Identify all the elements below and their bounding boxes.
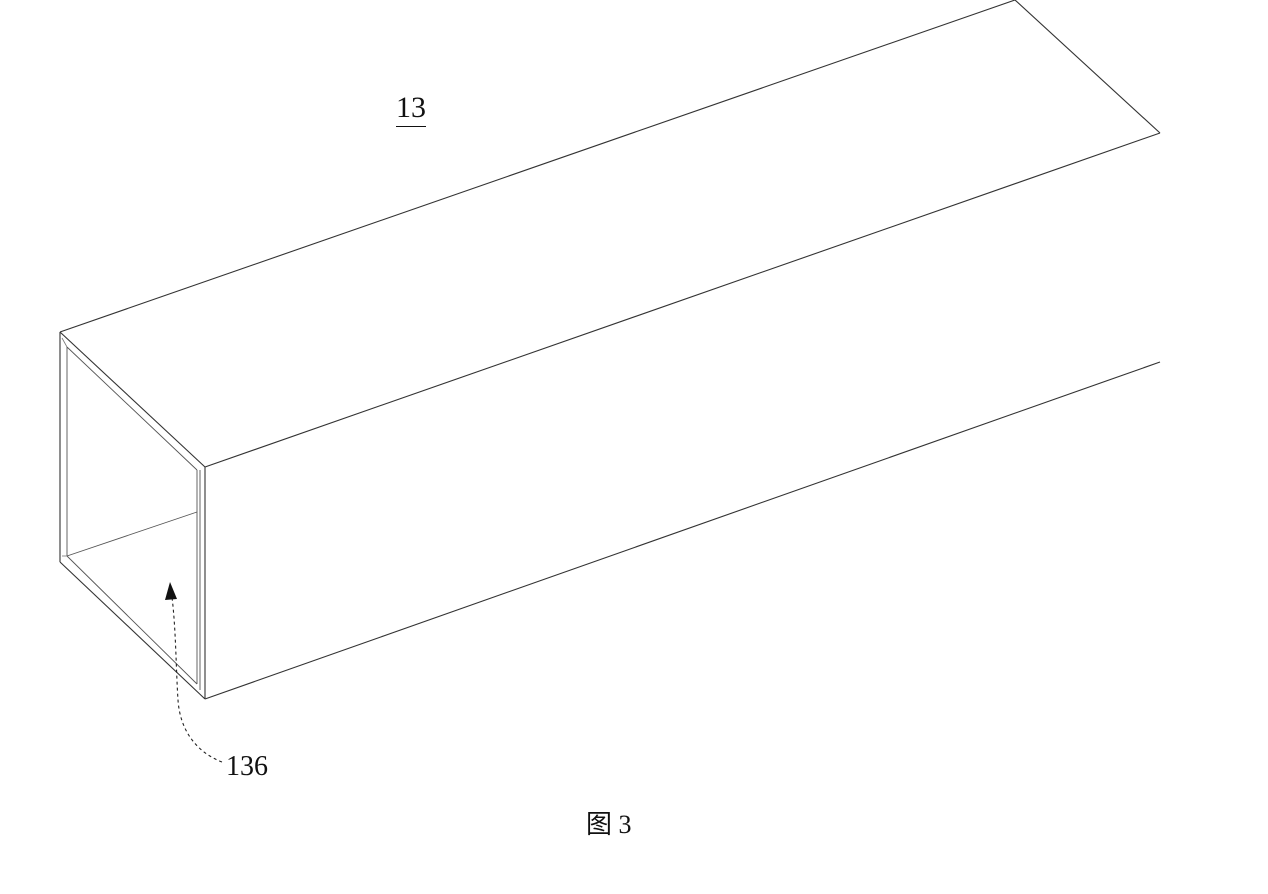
figure-caption: 图 3 xyxy=(586,812,632,838)
part-number-label: 13 xyxy=(396,93,426,127)
reference-numeral-label: 136 xyxy=(226,753,268,781)
tube-body xyxy=(60,0,1160,699)
reference-leader xyxy=(165,582,222,762)
tube-front-opening xyxy=(60,332,205,699)
